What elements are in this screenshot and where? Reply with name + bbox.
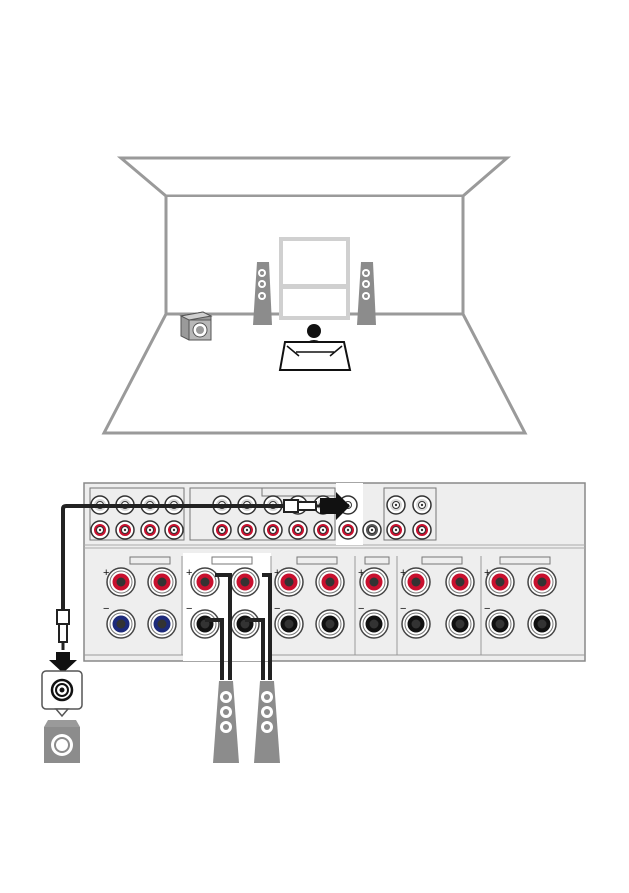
speaker-terminal-positive xyxy=(316,568,344,596)
rca-jack-lower xyxy=(289,521,307,539)
tv-screen xyxy=(281,239,348,318)
speaker-terminal-positive xyxy=(402,568,430,596)
speaker-terminal-negative xyxy=(528,610,556,638)
rca-jack-lower xyxy=(116,521,134,539)
rca-jack-upper xyxy=(413,496,431,514)
rca-jack-lower xyxy=(91,521,109,539)
speaker-terminal-negative xyxy=(486,610,514,638)
svg-text:−: − xyxy=(186,603,192,615)
speaker-terminal-positive xyxy=(486,568,514,596)
right-speaker-icon xyxy=(254,681,280,763)
speaker-terminal-positive xyxy=(360,568,388,596)
room-ceiling xyxy=(121,158,507,196)
speaker-terminal-negative xyxy=(275,610,303,638)
speaker-terminal-positive xyxy=(528,568,556,596)
rca-jack-lower xyxy=(339,521,357,539)
rca-jack-upper xyxy=(387,496,405,514)
rca-jack-lower xyxy=(213,521,231,539)
rca-jack-lower xyxy=(141,521,159,539)
svg-text:−: − xyxy=(400,603,406,615)
room-subwoofer-icon xyxy=(181,312,211,340)
speaker-terminal-negative xyxy=(231,610,259,638)
rca-jack-lower xyxy=(238,521,256,539)
speaker-terminal-negative xyxy=(107,610,135,638)
speaker-terminal-negative xyxy=(191,610,219,638)
speaker-terminal-positive xyxy=(231,568,259,596)
speaker-terminal-negative xyxy=(360,610,388,638)
speaker-terminal-negative xyxy=(446,610,474,638)
speaker-terminal-negative xyxy=(316,610,344,638)
rca-jack-lower xyxy=(314,521,332,539)
rca-jack-lower xyxy=(264,521,282,539)
speaker-terminal-positive xyxy=(107,568,135,596)
svg-text:−: − xyxy=(358,603,364,615)
rca-jack-lower xyxy=(165,521,183,539)
connect-arrow-down xyxy=(49,652,77,673)
speaker-terminal-negative xyxy=(402,610,430,638)
speaker-terminal-positive xyxy=(191,568,219,596)
rca-jack-lower xyxy=(413,521,431,539)
speaker-terminal-positive xyxy=(148,568,176,596)
left-speaker-icon xyxy=(213,681,239,763)
rca-jack-lower xyxy=(387,521,405,539)
front-terminal-highlight xyxy=(183,553,271,661)
rca-jack-lower xyxy=(363,521,381,539)
speaker-terminal-positive xyxy=(446,568,474,596)
svg-text:−: − xyxy=(103,603,109,615)
svg-text:−: − xyxy=(484,603,490,615)
room-illustration xyxy=(104,158,525,433)
speaker-terminal-positive xyxy=(275,568,303,596)
speaker-terminal-negative xyxy=(148,610,176,638)
subwoofer-icon xyxy=(42,671,82,763)
